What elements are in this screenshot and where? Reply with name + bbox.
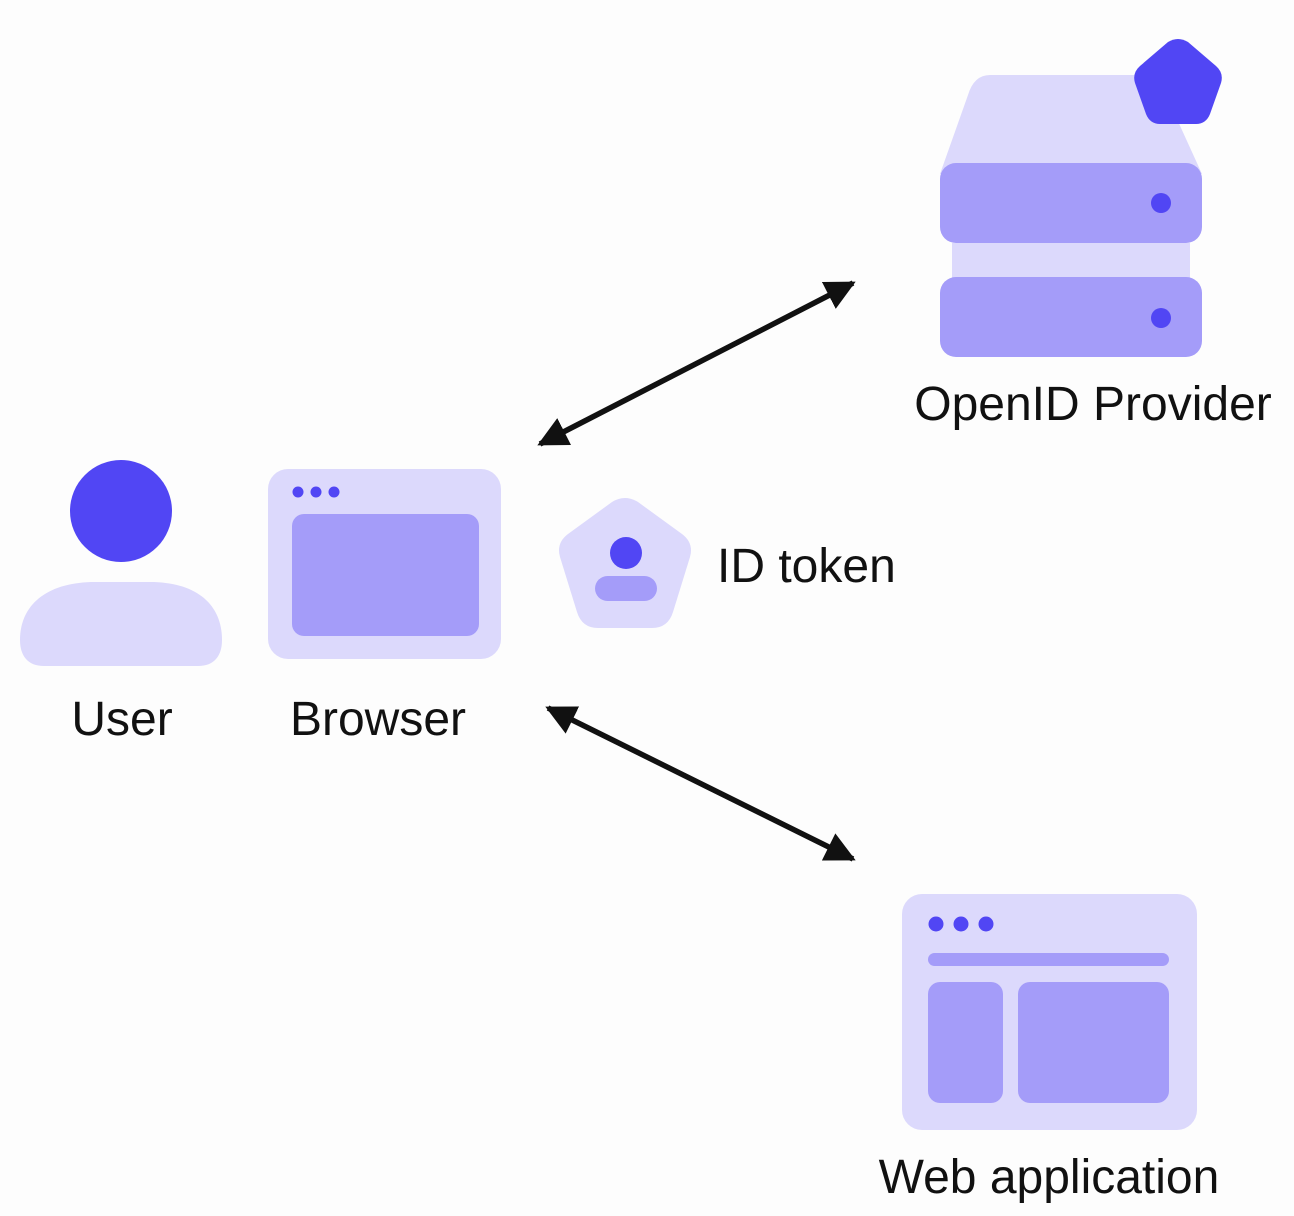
web-app-main-panel [1018, 982, 1169, 1103]
web-app-sidebar-panel [928, 982, 1003, 1103]
browser-label: Browser [290, 693, 466, 746]
web-app-dot [928, 916, 944, 932]
browser-content-area [292, 514, 479, 636]
server-unit-upper [940, 163, 1202, 243]
user-node: User [20, 460, 222, 746]
openid-provider-node: OpenID Provider [914, 39, 1272, 431]
id-token-node: ID token [559, 498, 896, 628]
id-token-label: ID token [717, 540, 896, 593]
browser-node: Browser [268, 469, 501, 746]
browser-dot [292, 486, 304, 498]
web-app-dot [978, 916, 994, 932]
server-badge-pentagon [1134, 39, 1222, 124]
arrow-browser-openid-provider [537, 280, 856, 447]
server-gap [952, 243, 1190, 283]
browser-dot [328, 486, 340, 498]
id-token-person-head [610, 537, 642, 569]
server-top-cap [940, 75, 1202, 174]
server-stack-icon [940, 39, 1222, 357]
web-application-node: Web application [879, 894, 1220, 1204]
web-application-label: Web application [879, 1151, 1220, 1204]
id-token-badge-icon [559, 498, 691, 628]
browser-dot [310, 486, 322, 498]
user-label: User [71, 693, 172, 746]
web-app-nav-bar [928, 953, 1169, 966]
user-head [70, 460, 172, 562]
server-light [1151, 308, 1171, 328]
server-unit-lower [940, 277, 1202, 357]
user-icon [20, 460, 222, 666]
web-app-dot [953, 916, 969, 932]
arrow-browser-web-application [545, 705, 856, 862]
user-body [20, 582, 222, 666]
openid-provider-label: OpenID Provider [914, 378, 1272, 431]
web-app-window-icon [902, 894, 1197, 1130]
server-light [1151, 193, 1171, 213]
browser-window-icon [268, 469, 501, 659]
id-token-person-body [595, 576, 657, 601]
